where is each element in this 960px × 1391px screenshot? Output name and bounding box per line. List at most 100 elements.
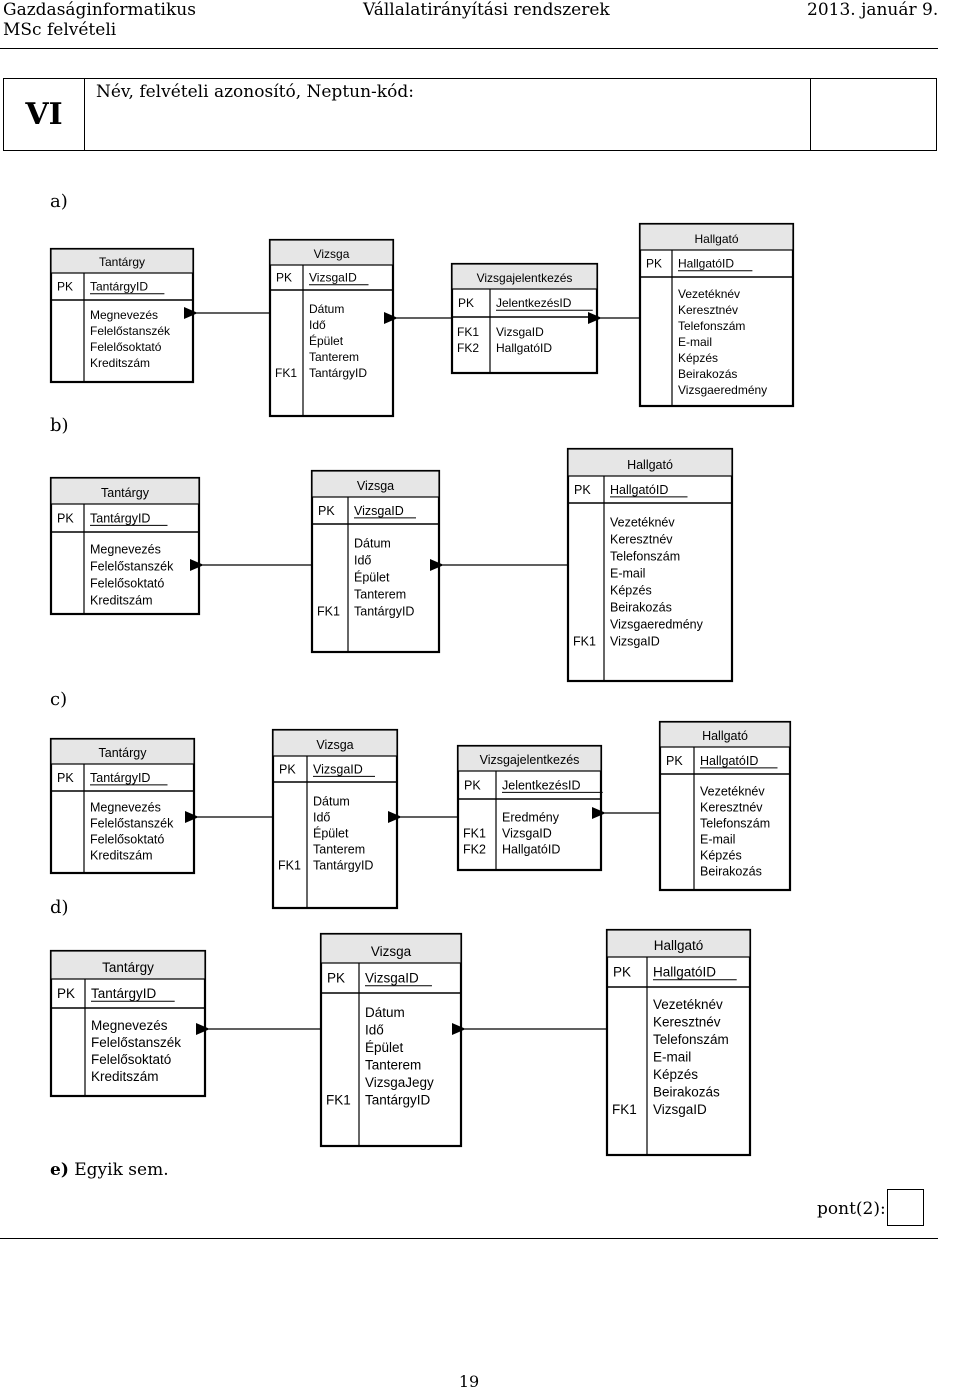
attribute: Tanterem — [309, 350, 359, 364]
attribute: Képzés — [700, 848, 742, 862]
attribute: Vizsgaeredmény — [610, 617, 704, 631]
attribute: Tanterem — [354, 587, 406, 601]
header-course: Vállalatirányítási rendszerek — [363, 0, 610, 20]
option-e: e) Egyik sem. — [50, 1160, 169, 1180]
fk-label: FK1 — [275, 366, 297, 380]
attribute: Felelősoktató — [91, 1052, 171, 1067]
attribute: E-mail — [653, 1050, 691, 1065]
entity-title: Hallgató — [654, 938, 704, 953]
attribute: Vezetéknév — [610, 515, 675, 529]
entity-title: Tantárgy — [102, 960, 154, 975]
attribute: Vezetéknév — [678, 287, 740, 301]
entity-title: Vizsga — [357, 479, 394, 493]
attribute: Képzés — [610, 583, 652, 597]
attribute: Eredmény — [502, 810, 560, 824]
attribute: Felelőstanszék — [90, 324, 171, 338]
pk-label: PK — [613, 965, 631, 980]
attribute: TantárgyID — [313, 858, 373, 872]
attribute: Keresztnév — [678, 303, 738, 317]
attribute: E-mail — [610, 566, 645, 580]
fk-label: FK2 — [463, 842, 486, 856]
fk-label: FK1 — [278, 858, 301, 872]
entity-title: Hallgató — [702, 729, 748, 743]
name-field-label: Név, felvételi azonosító, Neptun-kód: — [96, 82, 414, 102]
primary-key: JelentkezésID — [502, 778, 581, 792]
attribute: Felelősoktató — [90, 832, 164, 846]
attribute: Telefonszám — [653, 1032, 729, 1047]
attribute: Dátum — [365, 1005, 405, 1020]
attribute: Kreditszám — [90, 593, 153, 607]
primary-key: HallgatóID — [653, 965, 716, 980]
entity-title-bar — [606, 929, 751, 958]
entity-frame — [310, 469, 441, 654]
fk-label: FK1 — [457, 325, 479, 339]
attribute: Telefonszám — [610, 549, 680, 563]
entity-frame — [638, 222, 795, 408]
primary-key: JelentkezésID — [496, 296, 572, 310]
pk-label: PK — [574, 483, 591, 497]
attribute: HallgatóID — [496, 341, 552, 355]
attribute: Megnevezés — [90, 542, 161, 556]
attribute: Vezetéknév — [653, 997, 723, 1012]
attribute: Képzés — [678, 351, 718, 365]
option-e-label: e) — [50, 1160, 69, 1180]
fk-label: FK1 — [612, 1102, 637, 1117]
attribute: Kreditszám — [90, 848, 153, 862]
attribute: Vezetéknév — [700, 784, 765, 798]
points-box[interactable] — [887, 1189, 924, 1226]
footer-rule — [0, 1238, 938, 1239]
entity-frame — [268, 238, 395, 418]
primary-key: HallgatóID — [610, 483, 668, 497]
attribute: Felelőstanszék — [91, 1035, 181, 1050]
entity-title: Vizsga — [316, 738, 353, 752]
attribute: HallgatóID — [502, 842, 560, 856]
fk-label: FK1 — [317, 604, 340, 618]
primary-key: VizsgaID — [313, 762, 363, 776]
attribute: Felelősoktató — [90, 576, 164, 590]
pk-label: PK — [318, 504, 335, 518]
header-rule — [0, 48, 938, 49]
option-d-label: d) — [50, 897, 69, 918]
attribute: Megnevezés — [90, 308, 158, 322]
attribute: Épület — [309, 333, 344, 348]
attribute: E-mail — [700, 832, 735, 846]
entity-frame — [271, 728, 399, 910]
score-cell-divider — [810, 79, 811, 150]
attribute: Megnevezés — [90, 800, 161, 814]
entity-title: Tantárgy — [99, 746, 148, 760]
primary-key: TantárgyID — [91, 986, 157, 1001]
entity-title: Vizsga — [314, 247, 350, 261]
attribute: Tanterem — [313, 842, 365, 856]
entity-title-bar — [50, 950, 206, 980]
header-program: Gazdaságinformatikus — [3, 0, 196, 20]
attribute: TantárgyID — [365, 1093, 431, 1108]
page-number: 19 — [458, 1372, 480, 1391]
attribute: Idő — [313, 810, 330, 824]
entity-title-bar — [50, 477, 200, 505]
entity-title-bar — [272, 729, 398, 757]
attribute: Épület — [365, 1040, 404, 1055]
entity-title: Vizsgajelentkezés — [480, 753, 580, 767]
fk-label: FK1 — [573, 634, 596, 648]
pk-label: PK — [57, 280, 73, 294]
attribute: Felelőstanszék — [90, 559, 174, 573]
attribute: TantárgyID — [354, 604, 414, 618]
entity-frame — [658, 720, 792, 892]
entity-title-bar — [567, 448, 733, 477]
attribute: Idő — [309, 318, 326, 332]
entity-title: Tantárgy — [99, 255, 145, 269]
entity-title: Hallgató — [694, 232, 738, 246]
attribute: Tanterem — [365, 1058, 421, 1073]
